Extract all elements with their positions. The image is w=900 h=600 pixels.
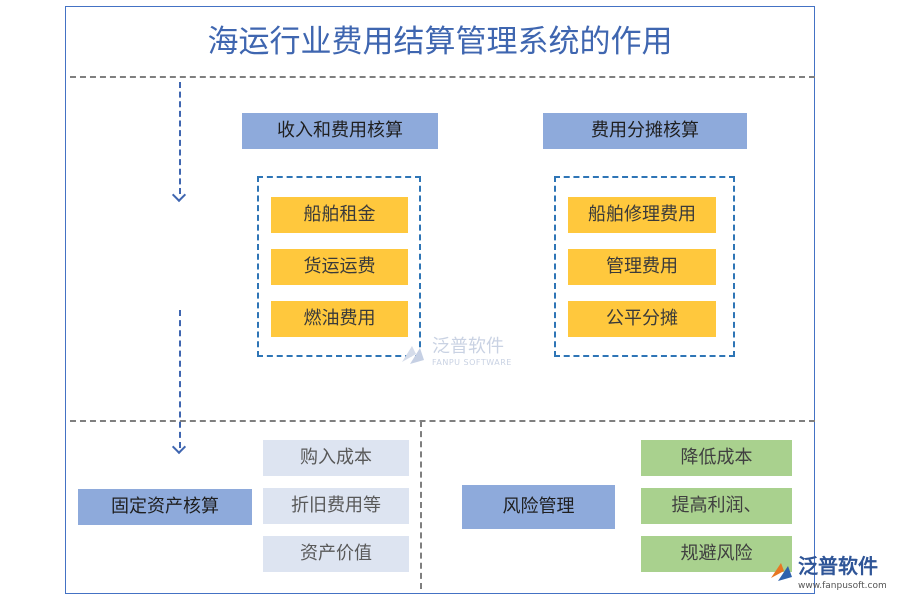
fixed-assets-item-purchase: 购入成本 (263, 440, 409, 476)
fanpu-corner-logo-icon (771, 563, 792, 581)
income-item-fuel: 燃油费用 (271, 301, 408, 337)
corner-watermark: 泛普软件 www.fanpusoft.com (768, 554, 896, 598)
income-item-ship-rent: 船舶租金 (271, 197, 408, 233)
risk-header: 风险管理 (462, 485, 615, 529)
title-divider (70, 76, 815, 78)
center-watermark: 泛普软件 FANPU SOFTWARE (398, 336, 528, 376)
diagram-frame (65, 6, 815, 594)
flow-arrow-line-top (179, 82, 181, 194)
page-title: 海运行业费用结算管理系统的作用 (207, 24, 673, 60)
section-divider (70, 420, 815, 422)
corner-brand: 泛普软件 (798, 554, 878, 578)
corner-url: www.fanpusoft.com (798, 581, 887, 591)
watermark-brand: 泛普软件 (432, 336, 504, 357)
risk-item-raise-profit: 提高利润、 (641, 488, 792, 524)
watermark-sub: FANPU SOFTWARE (432, 358, 512, 367)
expense-allocation-header: 费用分摊核算 (543, 113, 747, 149)
fanpu-logo-icon (402, 346, 424, 364)
fixed-assets-item-depreciation: 折旧费用等 (263, 488, 409, 524)
fixed-assets-header: 固定资产核算 (78, 489, 252, 525)
allocation-item-management: 管理费用 (568, 249, 716, 285)
income-item-freight: 货运运费 (271, 249, 408, 285)
fixed-assets-item-value: 资产价值 (263, 536, 409, 572)
risk-item-lower-cost: 降低成本 (641, 440, 792, 476)
bottom-vertical-divider (420, 421, 422, 589)
risk-item-avoid-risk: 规避风险 (641, 536, 792, 572)
allocation-item-fair: 公平分摊 (568, 301, 716, 337)
flow-arrow-line-bottom (179, 310, 181, 448)
income-expense-header: 收入和费用核算 (242, 113, 438, 149)
allocation-item-ship-repair: 船舶修理费用 (568, 197, 716, 233)
expense-allocation-group (554, 176, 735, 357)
income-expense-group (257, 176, 421, 357)
